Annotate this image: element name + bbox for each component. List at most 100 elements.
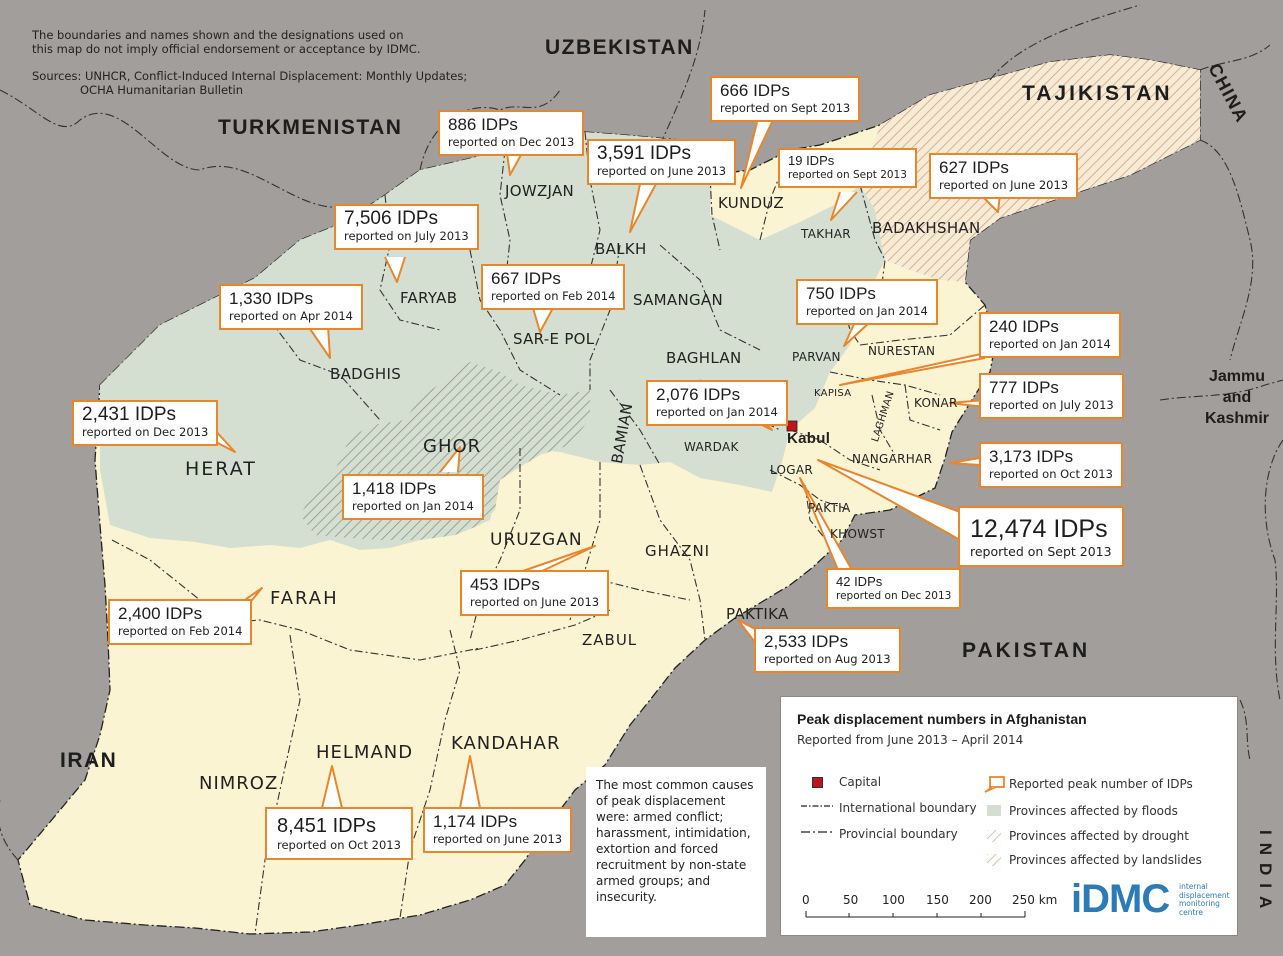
country-turkmenistan: TURKMENISTAN [218,116,403,139]
callout-kandahar: 1,174 IDPs reported on June 2013 [423,807,573,853]
province-nimroz: NIMROZ [199,773,279,794]
legend-drought-swatch [987,830,1001,842]
province-wardak: WARDAK [684,440,739,454]
sources-line-2: OCHA Humanitarian Bulletin [80,83,244,97]
legend-callout-icon [984,776,1005,793]
sources: Sources: UNHCR, Conflict-Induced Interna… [32,69,467,97]
legend-drought-label: Provinces affected by drought [1009,829,1189,843]
callout-ghor-reported: reported on Jan 2014 [352,499,474,513]
callout-kandahar-idps: 1,174 IDPs [433,812,518,831]
callout-khowst-reported: reported on Sept 2013 [970,544,1112,559]
legend-floods-swatch [987,805,1001,816]
callout-ghor-idps: 1,418 IDPs [352,479,437,498]
international-boundaries [0,4,1283,861]
province-sarepol: SAR-E POL [513,330,595,348]
callout-helmand: 8,451 IDPs reported on Oct 2013 [265,807,413,860]
callout-badghis-reported: reported on Apr 2014 [229,309,353,323]
callout-kunduz-idps: 666 IDPs [720,81,790,100]
province-zabul: ZABUL [582,631,638,649]
scale-150: 150 [926,893,949,907]
callout-parvan: 750 IDPs reported on Jan 2014 [796,279,938,325]
province-samangan: SAMANGAN [633,291,723,309]
callout-farah-reported: reported on Feb 2014 [118,624,243,638]
province-nangarhar: NANGARHAR [852,452,933,466]
callout-herat: 2,431 IDPs reported on Dec 2013 [72,400,219,446]
callout-helmand-idps: 8,451 IDPs [277,815,376,837]
province-farah: FARAH [270,588,339,609]
province-faryab: FARYAB [400,289,458,307]
legend: Peak displacement numbers in Afghanistan… [780,696,1238,936]
province-nurestan: NURESTAN [868,344,936,358]
callout-takhar: 19 IDPs reported on Sept 2013 [778,148,917,188]
legend-subtitle: Reported from June 2013 – April 2014 [797,733,1024,747]
callout-badghis: 1,330 IDPs reported on Apr 2014 [219,284,363,330]
callout-badakhshan: 627 IDPs reported on June 2013 [929,153,1079,199]
province-kapisa: KAPISA [814,388,852,399]
causes-note: The most common causes of peak displacem… [586,767,766,937]
callout-helmand-reported: reported on Oct 2013 [277,838,401,852]
sources-line-1: Sources: UNHCR, Conflict-Induced Interna… [32,69,468,83]
callout-faryab-idps: 7,506 IDPs [344,208,438,229]
region-jammu-kashmir: Jammu and Kashmir [1196,366,1278,429]
callout-logar: 42 IDPs reported on Dec 2013 [826,568,962,609]
callout-khowst: 12,474 IDPs reported on Sept 2013 [958,506,1124,567]
callout-kandahar-reported: reported on June 2013 [433,832,563,846]
callout-badghis-idps: 1,330 IDPs [229,289,314,308]
callout-faryab: 7,506 IDPs reported on July 2013 [334,204,479,250]
callout-laghman: 240 IDPs reported on Jan 2014 [979,312,1121,358]
province-logar: LOGAR [770,463,814,477]
country-uzbekistan: UZBEKISTAN [545,36,694,59]
callout-balkh-reported: reported on June 2013 [597,164,727,178]
legend-landslides-label: Provinces affected by landslides [1009,853,1202,867]
callout-parvan-reported: reported on Jan 2014 [806,304,928,318]
province-uruzgan: URUZGAN [490,530,583,550]
callout-jowzjan-idps: 886 IDPs [448,115,518,134]
disclaimer-line-2: this map do not imply official endorseme… [32,42,421,56]
country-india: INDIA [1256,830,1275,917]
callout-kunduz: 666 IDPs reported on Sept 2013 [710,76,861,122]
idmc-logo-subtitle: internal displacement monitoring centre [1179,882,1230,917]
callout-konar-reported: reported on July 2013 [989,398,1114,412]
callout-logar-idps: 42 IDPs [836,574,883,589]
capital-label: Kabul [787,430,831,447]
province-badghis: BADGHIS [330,365,402,383]
logo-sub-3: monitoring [1179,899,1220,908]
callout-uruzgan-reported: reported on June 2013 [470,595,600,609]
capital-marker [786,420,798,432]
province-konar: KONAR [914,396,958,410]
callout-nangarhar-idps: 3,173 IDPs [989,447,1074,466]
callout-paktika-reported: reported on Aug 2013 [764,652,891,666]
callout-balkh-idps: 3,591 IDPs [597,143,691,164]
province-takhar: TAKHAR [801,227,851,241]
province-kandahar: KANDAHAR [451,733,561,754]
flood-region [100,132,885,550]
legend-landslide-swatch [987,854,1001,866]
logo-sub-4: centre [1179,907,1203,917]
province-khowst: KHOWST [830,527,885,541]
idmc-logo: iDMC [1071,877,1170,921]
country-tajikistan: TAJIKISTAN [1022,82,1173,105]
callout-khowst-idps: 12,474 IDPs [970,515,1108,543]
callout-sarepol: 667 IDPs reported on Feb 2014 [481,264,626,310]
legend-prov-boundary-label: Provincial boundary [839,827,958,841]
province-paktia: PAKTIA [808,501,851,515]
jammu-line-1: Jammu [1208,368,1266,385]
callout-sarepol-reported: reported on Feb 2014 [491,289,616,303]
legend-intl-boundary-label: International boundary [839,801,977,815]
country-iran: IRAN [60,749,118,772]
callout-nangarhar: 3,173 IDPs reported on Oct 2013 [979,442,1123,488]
callout-konar: 777 IDPs reported on July 2013 [979,373,1124,419]
scale-100: 100 [882,893,905,907]
logo-sub-1: internal [1179,882,1208,891]
callout-konar-idps: 777 IDPs [989,378,1059,397]
logo-sub-2: displacement [1179,890,1230,900]
province-ghor: GHOR [423,436,482,457]
callout-parvan-idps: 750 IDPs [806,284,876,303]
callout-takhar-idps: 19 IDPs [788,153,835,168]
callout-badakhshan-reported: reported on June 2013 [939,178,1069,192]
country-pakistan: PAKISTAN [962,639,1091,662]
legend-prov-boundary-line [801,831,833,833]
callout-sarepol-idps: 667 IDPs [491,269,561,288]
province-balkh: BALKH [595,240,647,258]
